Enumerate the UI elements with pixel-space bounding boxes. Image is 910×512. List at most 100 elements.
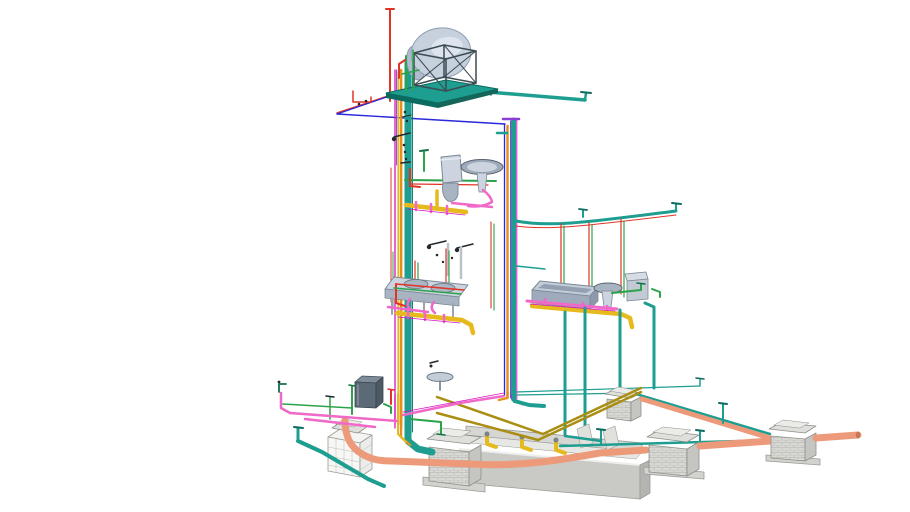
sewer-diag-salmon[interactable] [639,396,773,441]
basin-l1-pedestal[interactable] [476,172,488,193]
utility-box-pipe-cap[interactable] [348,384,356,387]
wc1-red-elbow[interactable] [409,168,421,188]
shower-head-1[interactable] [391,136,397,142]
mixer-dot-4[interactable] [435,253,439,257]
pump-3[interactable] [554,440,567,455]
pink-riser-yard[interactable] [279,391,292,415]
green-detour[interactable] [409,418,442,435]
riser1-low-teal[interactable] [404,390,436,456]
shower-arm-3[interactable] [456,243,474,249]
waste-l1-pink[interactable] [450,201,494,209]
trench-partition-1[interactable] [576,423,594,449]
vanity-front[interactable] [384,288,460,307]
mixer-dot-3[interactable] [404,157,408,161]
sewer-end-cap[interactable] [855,431,861,439]
ground-valve-2-cap[interactable] [695,429,705,432]
dist-pipe-teal[interactable] [514,209,678,226]
wall-basin-dot[interactable] [429,364,433,368]
green-detour-cap[interactable] [436,433,446,436]
trench-end-wall[interactable] [639,459,651,500]
drain-l2-yellow[interactable] [394,310,476,336]
riser-valve-tick[interactable] [401,114,412,118]
supply2-red-elbow[interactable] [395,283,406,307]
teal-l2r-elbow[interactable] [643,301,656,317]
sewer-main[interactable] [341,416,650,469]
valve-dot-1[interactable] [357,102,361,106]
manhole4-front[interactable] [770,435,806,462]
vent-green-cap[interactable] [419,149,429,152]
dist-tee-cap[interactable] [578,208,588,211]
yard-line-1-cap[interactable] [695,377,705,380]
riser2-teal-bend[interactable] [511,392,546,408]
drain-l1-magenta[interactable] [407,208,466,216]
mixer-dot-2[interactable] [403,150,407,154]
green-l2r[interactable] [611,283,642,294]
red-yard-cap[interactable] [387,388,395,391]
trap2-pink-2[interactable] [430,300,437,315]
teal-h-tank[interactable] [563,434,603,443]
waste3-pink[interactable] [525,299,619,311]
teal-yard-diag[interactable] [296,439,386,488]
riser-valve-dot-2[interactable] [405,119,409,123]
yard-green-line[interactable] [282,403,353,409]
green-yard-fitting[interactable] [383,403,392,414]
toilet-tank[interactable] [440,154,463,184]
pump-3-motor[interactable] [553,437,559,443]
mixer-dot-6[interactable] [441,260,445,264]
tank-frame-brace-2[interactable] [413,52,447,92]
supply-line-blue-main[interactable] [336,113,506,125]
pump-2[interactable] [520,437,533,452]
sewer-diag-teal[interactable] [634,392,772,436]
pink-diag[interactable] [401,394,506,417]
shower-arm-1[interactable] [393,132,411,138]
pump-1-motor[interactable] [484,431,490,437]
mixer-dot-5[interactable] [450,256,454,260]
toilet-bowl[interactable] [442,182,459,202]
wall-basin-glyph[interactable] [429,360,439,364]
mixer-dot-1[interactable] [402,143,406,147]
sewer-main-2[interactable] [696,437,774,450]
tank-red-pipe[interactable] [398,59,406,79]
hose-bib-handle[interactable] [277,380,281,384]
supply2-red[interactable] [395,283,465,291]
valve-dot-2[interactable] [364,99,368,103]
pump-1[interactable] [485,434,498,449]
yard-riser-cap[interactable] [718,402,728,405]
roof-pipe-end-cap[interactable] [580,91,592,94]
roof-pipe-end-riser[interactable] [583,91,588,102]
tank-highlight[interactable] [430,35,464,59]
sewer-main-3[interactable] [812,431,862,442]
magenta-diag[interactable] [402,392,505,413]
drain-l2r-magenta[interactable] [529,303,616,312]
shower-head-3[interactable] [454,247,460,253]
riser2-mid-stub[interactable] [515,265,546,270]
manhole4-slab[interactable] [773,419,810,429]
green-l2r-cap[interactable] [636,282,646,285]
tank-platform-edge-right[interactable] [438,89,498,108]
drain-l2-magenta[interactable] [397,316,461,324]
pink-run-2[interactable] [303,417,377,429]
yard-green-valve-handle[interactable] [325,395,335,398]
basin-l1-bowl[interactable] [467,162,497,172]
tub-inner[interactable] [538,284,592,293]
manhole3-front[interactable] [648,444,688,477]
yard-line-1[interactable] [515,385,701,393]
toilet-tank-lid[interactable] [439,157,463,161]
shower-arm-2[interactable] [428,240,447,246]
supply2-green[interactable] [393,287,462,295]
pump-line-4[interactable] [536,390,643,442]
trench-front-top[interactable] [459,448,641,466]
manhole1-wire-9[interactable] [359,461,373,471]
mixer-tee[interactable] [400,161,411,164]
utility-box-side[interactable] [375,376,384,409]
pump-line-3[interactable] [435,411,540,442]
teal-yard-flange[interactable] [293,426,304,429]
pump-line-2[interactable] [541,386,643,436]
shower-head-2[interactable] [426,244,432,250]
dist-end-cap[interactable] [671,202,682,205]
riser2-orange-bend[interactable] [497,390,509,402]
tank-platform-edge-left[interactable] [386,93,438,108]
ground-valve-1-cap[interactable] [596,428,606,431]
manhole3-slab[interactable] [652,426,692,437]
